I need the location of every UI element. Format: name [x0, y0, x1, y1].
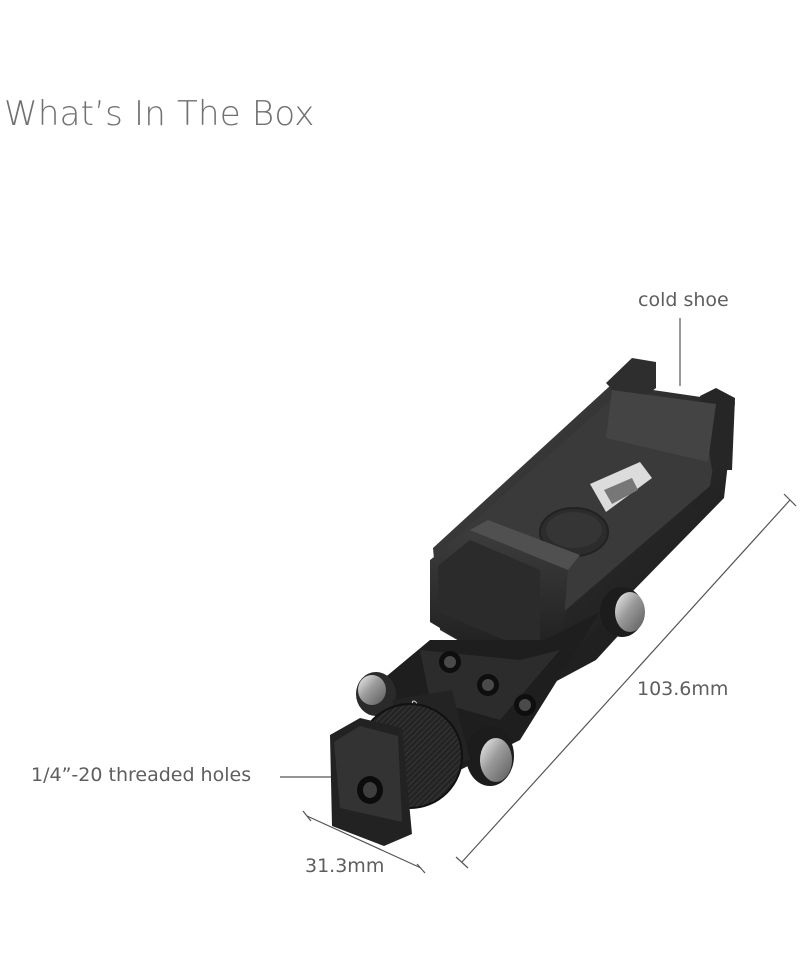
cold-shoe-mount-product: SmallRig — [330, 358, 735, 846]
page-title: What’s In The Box — [4, 94, 315, 134]
cold-shoe-label: cold shoe — [638, 289, 729, 311]
length-label: 103.6mm — [637, 678, 729, 700]
threaded-holes-label: 1/4”-20 threaded holes — [31, 764, 252, 786]
width-dimension-line — [306, 815, 422, 869]
width-label: 31.3mm — [305, 855, 385, 877]
dimension-lines — [280, 318, 797, 874]
length-dimension-line — [461, 499, 791, 863]
chrome-screw-upper — [615, 592, 645, 632]
chrome-screw-lower — [480, 738, 512, 782]
